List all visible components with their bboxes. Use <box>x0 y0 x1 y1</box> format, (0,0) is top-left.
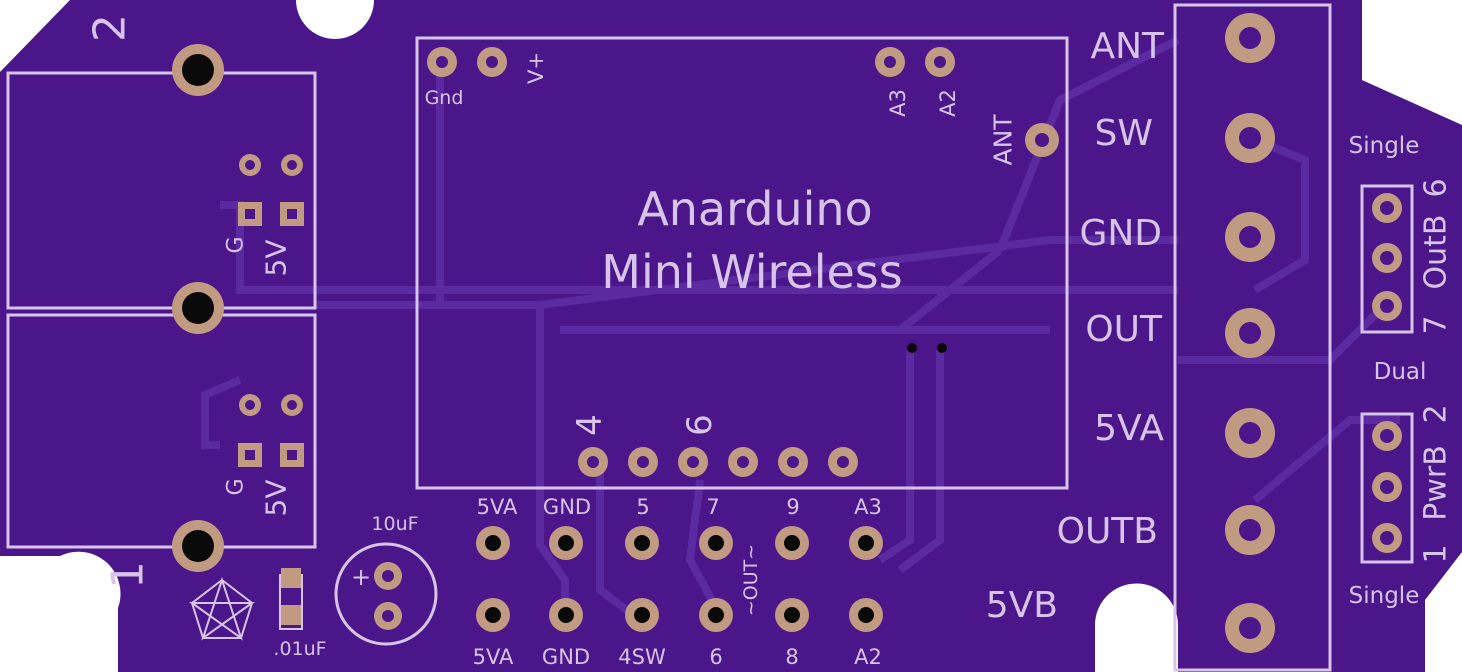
terminal-pads <box>1225 13 1275 653</box>
port-bottom-5v-label: 5V <box>260 480 293 517</box>
module-outline <box>415 36 1069 490</box>
module-title-line2: Mini Wireless <box>601 245 903 299</box>
left-port-outlines <box>6 71 317 549</box>
jumper-outb-num-left: 7 <box>1419 315 1454 334</box>
header-bottom-label: GND <box>542 645 590 669</box>
header-top-label: 9 <box>786 495 799 519</box>
header-pads <box>476 526 883 632</box>
header-bottom-label: 5VA <box>473 645 514 669</box>
header-top-label: 7 <box>706 495 719 519</box>
pin-marker-4: 4 <box>570 414 610 436</box>
pin-label-ant: ANT <box>989 114 1018 166</box>
pin-label-vplus: V+ <box>524 52 548 84</box>
module-bottom-pins <box>578 343 947 477</box>
header-bottom-label: 6 <box>709 645 722 669</box>
jumper-pwrb <box>1360 412 1414 564</box>
jumper-outb <box>1360 184 1414 334</box>
terminal-block-outline <box>1173 3 1332 672</box>
header-top-labels: 5VA GND 5 7 9 A3 <box>477 495 882 519</box>
module-title-line1: Anarduino <box>637 182 872 236</box>
cap-pad-plus-hole <box>382 570 394 582</box>
terminal-label-out: OUT <box>1085 309 1163 350</box>
terminal-label-gnd: GND <box>1079 213 1162 254</box>
ceramic-cap-pad-bottom <box>281 605 301 625</box>
pin-label-gnd: Gnd <box>425 87 464 109</box>
port-number-top: 2 <box>85 14 136 42</box>
terminal-label-sw: SW <box>1095 113 1153 154</box>
port-bottom-g-label: G <box>224 478 249 495</box>
pin-marker-6: 6 <box>680 414 720 436</box>
cap-plus-sign: + <box>351 563 371 591</box>
port-number-bottom: 1 <box>103 561 154 589</box>
port-top-5v-label: 5V <box>260 240 293 277</box>
pin-label-a3: A3 <box>886 89 910 117</box>
pin-label-a2: A2 <box>936 89 960 117</box>
jumper-pwrb-name: PwrB <box>1419 445 1454 521</box>
header-top-label: A3 <box>854 495 882 519</box>
port-pads <box>238 154 304 467</box>
jumper-pwrb-num-left: 1 <box>1419 544 1454 563</box>
jumper-outb-name: OutB <box>1419 215 1454 290</box>
header-top-label: 5 <box>636 495 649 519</box>
mounting-holes <box>172 44 224 572</box>
header-bottom-labels: 5VA GND 4SW 6 8 A2 <box>473 645 882 669</box>
jumper-outb-single-label: Single <box>1349 133 1420 159</box>
terminal-label-5va: 5VA <box>1094 408 1164 449</box>
header-top-label: GND <box>543 495 591 519</box>
terminal-label-outb: OUTB <box>1057 511 1158 552</box>
ceramic-cap-pad-top <box>281 568 301 588</box>
port-top-g-label: G <box>224 236 249 253</box>
jumper-pwrb-num-right: 2 <box>1419 404 1454 423</box>
jumper-outb-dual-label: Dual <box>1374 359 1427 385</box>
terminal-label-5vb: 5VB <box>986 585 1058 626</box>
electrolytic-cap-label: 10uF <box>371 513 418 535</box>
jumper-outb-num-right: 6 <box>1419 178 1454 197</box>
cap-pad-minus-hole <box>382 610 394 622</box>
jumper-pwrb-single-label: Single <box>1349 583 1420 609</box>
terminal-label-ant: ANT <box>1090 26 1165 67</box>
ceramic-cap-label: .01uF <box>273 638 326 660</box>
header-bottom-label: A2 <box>854 645 882 669</box>
out-marker-label: ~OUT~ <box>740 544 762 616</box>
header-bottom-label: 4SW <box>618 645 666 669</box>
module-top-pins <box>427 47 1059 157</box>
header-bottom-label: 8 <box>785 645 798 669</box>
pentagon-logo <box>188 576 256 641</box>
header-top-label: 5VA <box>477 495 518 519</box>
electrolytic-cap-outline <box>334 542 438 646</box>
